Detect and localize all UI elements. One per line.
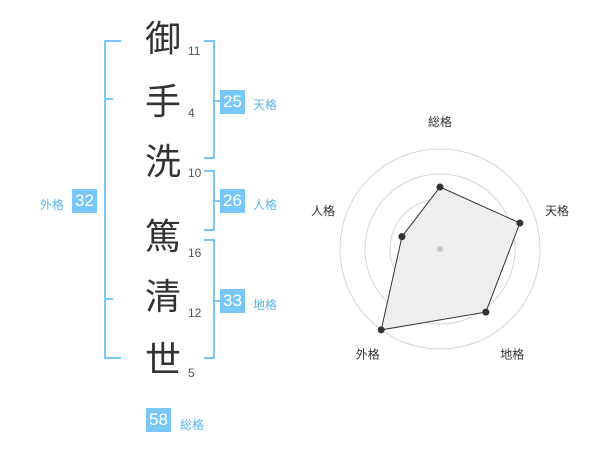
radar-point-4	[377, 326, 385, 334]
name-char-3: 洗	[144, 142, 181, 183]
tenkaku-badge: 25	[220, 90, 245, 114]
radar-point-1	[436, 183, 444, 191]
chikaku-label: 地格	[253, 298, 278, 312]
stroke-count-3: 10	[188, 166, 202, 180]
radar-axis-label-1: 総格	[428, 114, 452, 129]
radar-point-3	[482, 308, 490, 316]
stroke-count-5: 12	[188, 306, 202, 320]
radar-ring	[364, 173, 516, 325]
gaikaku-badge: 32	[72, 189, 97, 213]
gaikaku-label: 外格	[40, 198, 65, 212]
radar-ring	[339, 148, 541, 350]
name-char-2: 手	[144, 82, 181, 123]
name-char-1: 御	[144, 19, 181, 60]
stroke-count-6: 5	[188, 366, 195, 380]
radar-axis-label-5: 人格	[311, 203, 335, 218]
radar-point-2	[516, 219, 524, 227]
soukaku-label: 総格	[180, 418, 205, 432]
name-char-6: 世	[144, 340, 181, 381]
stroke-count-1: 11	[188, 44, 201, 58]
radar-axis-label-2: 天格	[545, 203, 569, 218]
radar-point-5	[398, 233, 406, 241]
jinkaku-badge: 26	[220, 189, 245, 213]
radar-axis-label-4: 外格	[356, 347, 380, 362]
stroke-count-2: 4	[188, 106, 195, 120]
name-char-4: 篤	[144, 217, 181, 258]
jinkaku-label: 人格	[253, 198, 278, 212]
chikaku-badge: 33	[220, 289, 245, 313]
tenkaku-label: 天格	[253, 98, 278, 112]
radar-axis-label-3: 地格	[500, 347, 524, 362]
stroke-count-4: 16	[188, 246, 202, 260]
radar-area	[380, 186, 521, 331]
radar-center	[437, 246, 443, 252]
name-char-5: 清	[144, 277, 181, 318]
soukaku-badge: 58	[146, 408, 171, 432]
